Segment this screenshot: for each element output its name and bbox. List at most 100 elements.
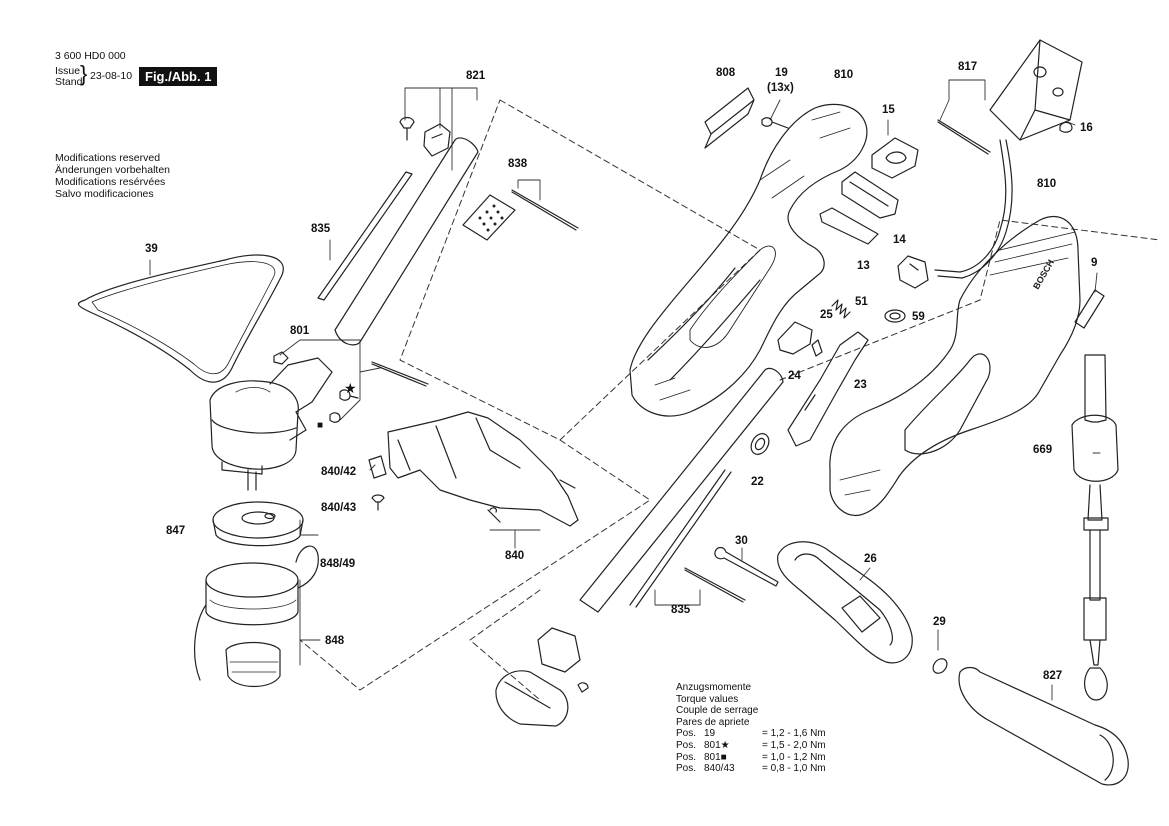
torque-title: Anzugsmomente xyxy=(676,682,752,693)
part-label-840: 840 xyxy=(505,550,524,562)
part-label-808: 808 xyxy=(716,67,736,79)
part-label-22: 22 xyxy=(751,476,764,488)
part-label-827: 827 xyxy=(1043,670,1062,682)
torque-value: = 1,5 - 2,0 Nm xyxy=(762,739,826,751)
grip-827 xyxy=(958,666,1129,786)
connector-14 xyxy=(897,255,929,289)
aux-handle-knob xyxy=(841,595,881,633)
cable-tie-838 xyxy=(511,189,579,231)
torque-value: = 1,0 - 1,2 Nm xyxy=(762,751,826,763)
part-label-838: 838 xyxy=(508,158,528,170)
spring-51 xyxy=(831,299,851,319)
wire-loop-39 xyxy=(77,254,284,383)
label-838-dots xyxy=(478,204,504,232)
part-label-9: 9 xyxy=(1091,257,1097,269)
part-label-810-right: 810 xyxy=(1037,178,1056,190)
stand-label: Stand xyxy=(55,76,83,88)
part-label-847: 847 xyxy=(166,525,185,537)
part-label-840-42: 840/42 xyxy=(321,466,356,478)
bolt-30 xyxy=(714,546,779,587)
torque-title: Torque values xyxy=(676,693,739,705)
cable-tie-801 xyxy=(371,361,429,387)
part-label-19: 19 xyxy=(775,67,788,79)
oring-59-inner xyxy=(889,312,901,320)
part-label-30: 30 xyxy=(735,535,748,547)
part-label-848: 848 xyxy=(325,635,345,647)
torque-pos: Pos. xyxy=(676,751,697,763)
modifications-line: Modifications reserved xyxy=(55,152,161,164)
part-label-810-top: 810 xyxy=(834,69,853,81)
torque-item: 840/43 xyxy=(704,763,735,775)
clamp-821 xyxy=(423,123,451,157)
part-label-29: 29 xyxy=(933,616,946,628)
screw-lower xyxy=(577,682,589,693)
housing-810-right xyxy=(829,215,1081,517)
part-label-24: 24 xyxy=(788,370,801,382)
torque-table: Anzugsmomente Torque values Couple de se… xyxy=(676,682,826,775)
part-label-51: 51 xyxy=(855,296,868,308)
brand-logo: BOSCH xyxy=(1031,258,1056,291)
part-label-817: 817 xyxy=(958,61,977,73)
modifications-note: Modifications reserved Änderungen vorbeh… xyxy=(55,152,170,200)
spool-848 xyxy=(205,562,299,687)
modifications-line: Modifications resérvées xyxy=(55,176,166,188)
handle-grip-lower xyxy=(495,670,569,727)
part-label-848-49: 848/49 xyxy=(320,558,355,570)
part-label-835-bottom: 835 xyxy=(671,604,691,616)
modifications-line: Salvo modificaciones xyxy=(55,188,154,200)
rod-835-left xyxy=(317,171,413,301)
part-label-19-qty: (13x) xyxy=(767,82,794,94)
torque-item: 801★ xyxy=(704,739,730,751)
star-symbol: ★ xyxy=(344,380,357,396)
part-label-835-top: 835 xyxy=(311,223,331,235)
screw-801-a xyxy=(339,389,359,401)
tube-821 xyxy=(334,137,479,346)
torque-row: Pos.801■= 1,0 - 1,2 Nm xyxy=(676,752,826,764)
collar xyxy=(537,627,581,673)
brace: } xyxy=(80,61,88,86)
screw-821 xyxy=(399,116,415,141)
screw-840 xyxy=(487,507,501,523)
torque-pos: Pos. xyxy=(676,763,697,775)
torque-value: = 1,2 - 1,6 Nm xyxy=(762,728,826,740)
motor-head-801 xyxy=(209,357,333,491)
part-14 xyxy=(841,171,899,219)
part-label-23: 23 xyxy=(854,379,867,391)
button-25 xyxy=(777,321,813,355)
tube-835-lower xyxy=(579,367,784,613)
part-15 xyxy=(871,137,919,179)
part-label-14: 14 xyxy=(893,234,906,246)
part-label-15: 15 xyxy=(882,104,895,116)
label-838 xyxy=(462,194,516,241)
part-label-821: 821 xyxy=(466,70,486,82)
cable-tie-835 xyxy=(684,567,746,603)
issue-label: Issue xyxy=(55,65,81,77)
torque-title: Pares de apriete xyxy=(676,716,750,728)
screw-19 xyxy=(761,117,789,129)
screw-840-43 xyxy=(371,494,385,511)
torque-row: Pos.840/43= 0,8 - 1,0 Nm xyxy=(676,763,826,775)
rod-835-lower xyxy=(629,469,732,608)
trigger-23 xyxy=(787,331,869,447)
nut-801 xyxy=(273,351,289,365)
screw-801-b xyxy=(329,412,341,423)
part-label-669: 669 xyxy=(1033,444,1052,456)
part-label-39: 39 xyxy=(145,243,158,255)
torque-row: Pos. 801★ = 1,5 - 2,0 Nm xyxy=(676,740,826,752)
part-label-16: 16 xyxy=(1080,122,1093,134)
torque-pos: Pos. xyxy=(676,739,697,751)
part-label-13: 13 xyxy=(857,260,870,272)
aux-handle-26 xyxy=(777,541,913,664)
ring-22 xyxy=(750,433,770,455)
part-label-801: 801 xyxy=(290,325,310,337)
doc-number: 3 600 HD0 000 xyxy=(55,50,126,62)
screw-16 xyxy=(1059,121,1073,133)
washer-29 xyxy=(932,658,948,674)
part-labels: 821 808 19 (13x) 810 817 15 16 838 835 3… xyxy=(145,61,1097,682)
label-808 xyxy=(704,87,755,149)
modifications-line: Änderungen vorbehalten xyxy=(55,164,171,176)
strap-669 xyxy=(1071,354,1119,701)
part-label-25: 25 xyxy=(820,309,833,321)
ring-22-inner xyxy=(754,437,766,451)
